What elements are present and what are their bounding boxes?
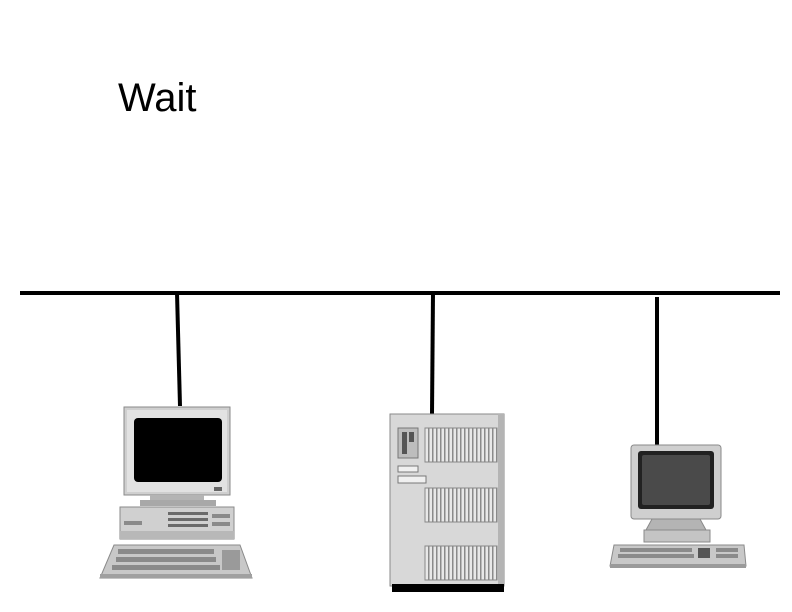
monitor-keyboard-icon [609,444,747,568]
server-tower-icon [389,413,505,592]
desktop-computer-icon [99,406,253,579]
drop-line-server [430,292,435,415]
slide-title: Wait [118,76,197,120]
drop-line-desktop [175,292,182,407]
